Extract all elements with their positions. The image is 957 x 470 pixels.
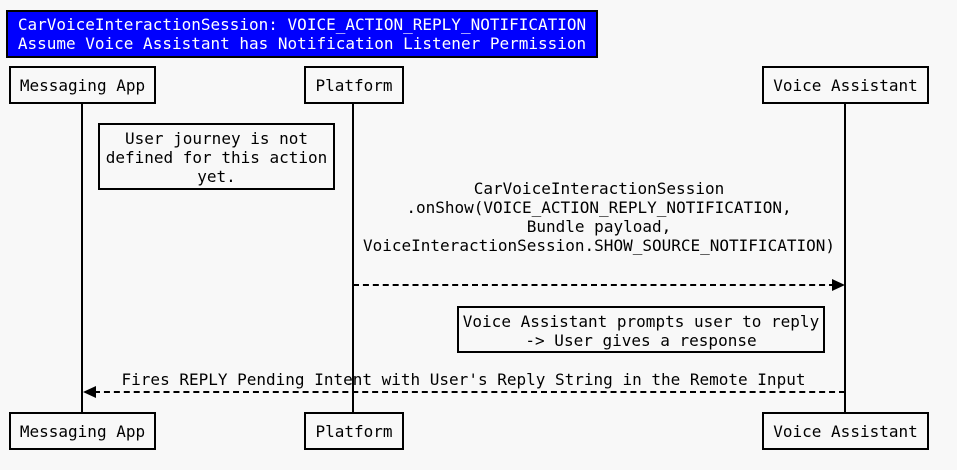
actor-box-messaging-app-bottom: Messaging App bbox=[9, 412, 156, 450]
message-line: VoiceInteractionSession.SHOW_SOURCE_NOTI… bbox=[362, 236, 835, 255]
actor-label-voice-assistant: Voice Assistant bbox=[773, 421, 918, 441]
diagram-title-line-2: Assume Voice Assistant has Notification … bbox=[17, 34, 587, 53]
diagram-title-box: CarVoiceInteractionSession: VOICE_ACTION… bbox=[6, 10, 598, 58]
message-line: Fires REPLY Pending Intent with User's R… bbox=[121, 370, 806, 389]
actor-box-platform-bottom: Platform bbox=[304, 412, 404, 450]
actor-box-voice-assistant-top: Voice Assistant bbox=[762, 66, 929, 104]
actor-label-messaging-app: Messaging App bbox=[19, 421, 146, 441]
actor-box-voice-assistant-bottom: Voice Assistant bbox=[762, 412, 929, 450]
arrowhead-right-icon bbox=[832, 279, 845, 291]
arrowhead-left-icon bbox=[83, 386, 96, 398]
message-line: CarVoiceInteractionSession bbox=[473, 179, 725, 198]
note-voice-assistant-prompts: Voice Assistant prompts user to reply ->… bbox=[457, 306, 825, 353]
note-line: Voice Assistant prompts user to reply bbox=[462, 312, 820, 331]
actor-box-platform-top: Platform bbox=[304, 66, 404, 104]
actor-label-voice-assistant: Voice Assistant bbox=[773, 75, 918, 95]
lifeline-voice-assistant bbox=[844, 104, 846, 413]
diagram-title-line-1: CarVoiceInteractionSession: VOICE_ACTION… bbox=[17, 15, 587, 34]
actor-box-messaging-app-top: Messaging App bbox=[9, 66, 156, 104]
note-line: yet. bbox=[197, 167, 236, 186]
actor-label-messaging-app: Messaging App bbox=[19, 75, 146, 95]
note-line: -> User gives a response bbox=[525, 331, 757, 350]
message-reply-intent-label: Fires REPLY Pending Intent with User's R… bbox=[82, 370, 845, 389]
note-user-journey: User journey is not defined for this act… bbox=[98, 123, 335, 190]
lifeline-messaging-app bbox=[81, 104, 83, 413]
message-line: .onShow(VOICE_ACTION_REPLY_NOTIFICATION, bbox=[406, 198, 792, 217]
note-line: defined for this action bbox=[105, 148, 328, 167]
lifeline-platform bbox=[352, 104, 354, 413]
message-onshow-label: CarVoiceInteractionSession .onShow(VOICE… bbox=[353, 179, 845, 255]
arrow-reply-intent bbox=[94, 391, 845, 393]
actor-label-platform: Platform bbox=[315, 75, 393, 95]
message-line: Bundle payload, bbox=[526, 217, 672, 236]
arrow-onshow bbox=[353, 284, 835, 286]
actor-label-platform: Platform bbox=[315, 421, 393, 441]
note-line: User journey is not bbox=[124, 129, 309, 148]
